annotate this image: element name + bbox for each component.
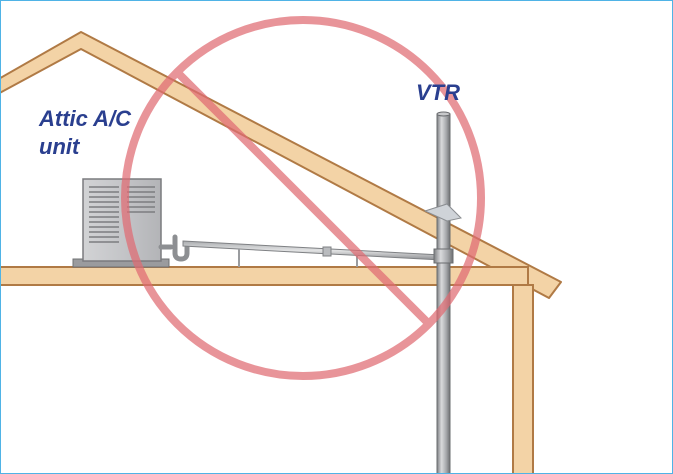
vtr-label: VTR (416, 80, 460, 105)
condensate-pipe (182, 240, 442, 261)
pipe-coupling (322, 246, 332, 257)
attic-ac-unit-label-line2: unit (39, 134, 80, 159)
attic-ac-unit-label: Attic A/C unit (39, 105, 131, 161)
vtr-pipe-body (436, 113, 451, 473)
prohibition-symbol (121, 16, 485, 380)
pipe-tee (433, 248, 454, 264)
wall-stud (512, 284, 534, 473)
vtr-pipe (423, 111, 463, 473)
roof-flashing (423, 203, 463, 222)
prohibition-circle (121, 16, 485, 380)
attic-ac-unit (72, 178, 170, 268)
condensate-trap (158, 234, 190, 262)
condensate-line (158, 234, 442, 267)
prohibition-slash (174, 69, 432, 327)
vtr-pipe-top (436, 111, 451, 117)
attic-ac-unit-label-line1: Attic A/C (39, 106, 132, 131)
ceiling-joist (1, 266, 529, 286)
ac-unit-grille (89, 186, 155, 243)
